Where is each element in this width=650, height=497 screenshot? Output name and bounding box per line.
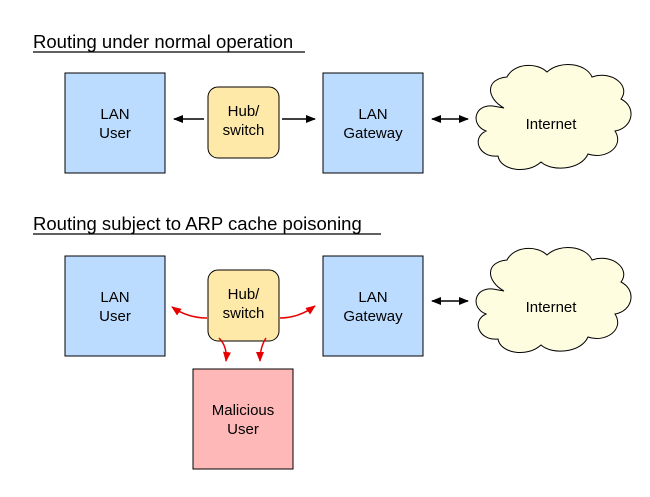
poisoned-hub-node: Hub/ switch [207,269,280,342]
normal-lan-user-label-line2: User [99,125,131,142]
normal-hub-label-line2: switch [223,122,265,139]
normal-hub-label-line1: Hub/ [228,103,261,120]
normal-lan-user-label-line1: LAN [100,106,129,123]
normal-hub-node: Hub/ switch [207,86,280,159]
normal-lan-user-node: LAN User [64,72,166,174]
malicious-user-label-line1: Malicious [212,402,275,419]
poisoned-lan-user-label-line2: User [99,308,131,325]
poisoned-internet-label: Internet [526,299,578,316]
normal-gateway-node: LAN Gateway [322,72,424,174]
normal-internet-cloud: Internet [475,64,632,171]
poisoned-hub-to-malicious-arrow-right [256,337,267,362]
normal-internet-label: Internet [526,116,578,133]
malicious-user-node: Malicious User [192,368,294,470]
normal-section-title: Routing under normal operation [33,31,293,52]
poisoned-gateway-label-line1: LAN [358,289,387,306]
poisoned-hub-label-line1: Hub/ [228,286,261,303]
normal-gateway-label-line2: Gateway [343,125,403,142]
normal-gateway-label-line1: LAN [358,106,387,123]
poisoned-hub-to-user-arrow [171,306,208,319]
poisoned-gateway-node: LAN Gateway [322,255,424,357]
poisoned-hub-to-malicious-arrow-left [218,337,231,362]
poisoned-section-title: Routing subject to ARP cache poisoning [33,213,362,234]
poisoned-lan-user-node: LAN User [64,255,166,357]
poisoned-internet-cloud: Internet [475,247,632,354]
poisoned-hub-to-gateway-arrow [279,305,316,319]
poisoned-lan-user-label-line1: LAN [100,289,129,306]
poisoned-gateway-label-line2: Gateway [343,308,403,325]
malicious-user-label-line2: User [227,421,259,438]
poisoned-hub-label-line2: switch [223,305,265,322]
